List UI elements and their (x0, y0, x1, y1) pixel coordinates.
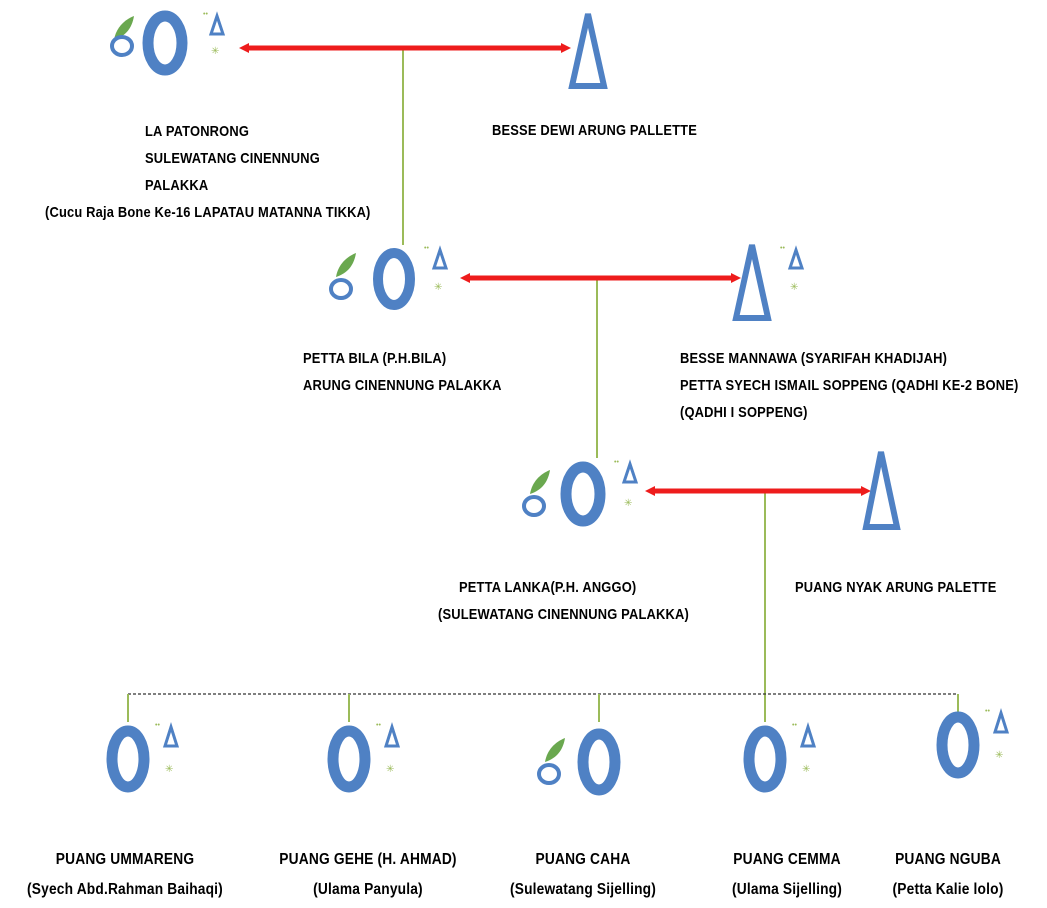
triangle-icon (732, 244, 772, 321)
leaf-icon (537, 738, 565, 785)
gen2-wife-line-3: (QADHI I SOPPENG) (680, 404, 808, 421)
svg-text:••: •• (203, 11, 208, 18)
male-person-icon-gen3: •• ✳ (522, 459, 639, 527)
ring-icon (743, 725, 787, 793)
child-name-1: PUANG UMMARENG (55, 851, 195, 868)
mini-symbols-icon: •• ✳ (985, 708, 1010, 761)
child-icon-5: •• ✳ (936, 708, 1010, 779)
gen2-husband-line-2: ARUNG CINENNUNG PALAKKA (303, 377, 502, 394)
mini-symbols-icon: •• ✳ (780, 245, 805, 293)
gen3-husband-label: PETTA LANKA(P.H. ANGGO) (459, 574, 636, 601)
gen3-wife-line-1: PUANG NYAK ARUNG PALETTE (795, 579, 997, 596)
ring-icon (373, 248, 415, 310)
child-label-3: PUANG CAHA (Sulewatang Sijelling) (476, 845, 691, 905)
gen2-husband-line-1: PETTA BILA (P.H.BILA) (303, 350, 447, 367)
male-person-icon-gen1: •• ✳ (110, 10, 226, 76)
leaf-icon (110, 16, 134, 57)
child-title-2: (Ulama Panyula) (313, 881, 423, 898)
mini-symbols-icon: •• ✳ (614, 459, 639, 509)
ring-icon (577, 728, 621, 796)
gen1-husband-line-4: (Cucu Raja Bone Ke-16 LAPATAU MATANNA TI… (45, 204, 371, 221)
gen3-husband-label-2: (SULEWATANG CINENNUNG PALAKKA) (438, 601, 689, 628)
svg-text:✳: ✳ (434, 282, 442, 293)
child-title-5: (Petta Kalie lolo) (892, 881, 1004, 898)
gen1-wife-label: BESSE DEWI ARUNG PALLETTE (492, 117, 697, 144)
svg-text:✳: ✳ (165, 764, 173, 775)
svg-text:✳: ✳ (802, 764, 810, 775)
gen1-husband-note: (Cucu Raja Bone Ke-16 LAPATAU MATANNA TI… (45, 199, 371, 226)
svg-text:✳: ✳ (211, 46, 219, 57)
svg-text:✳: ✳ (624, 498, 632, 509)
ring-icon (142, 10, 188, 76)
child-label-2: PUANG GEHE (H. AHMAD) (Ulama Panyula) (261, 845, 476, 905)
mini-symbols-icon: •• ✳ (155, 722, 180, 775)
svg-text:••: •• (155, 722, 160, 729)
svg-text:••: •• (376, 722, 381, 729)
child-name-2: PUANG GEHE (H. AHMAD) (279, 851, 457, 868)
svg-text:••: •• (614, 459, 619, 466)
child-title-1: (Syech Abd.Rahman Baihaqi) (27, 881, 223, 898)
child-name-4: PUANG CEMMA (733, 851, 841, 868)
child-icon-3 (537, 728, 621, 796)
leaf-icon (329, 253, 356, 300)
gen3-husband-line-1: PETTA LANKA(P.H. ANGGO) (459, 579, 637, 596)
triangle-icon-gen3-wife (862, 451, 901, 530)
child-label-4: PUANG CEMMA (Ulama Sijelling) (680, 845, 895, 905)
child-name-5: PUANG NGUBA (895, 851, 1001, 868)
leaf-icon (522, 470, 550, 517)
gen2-wife-line-2: PETTA SYECH ISMAIL SOPPENG (QADHI KE-2 B… (680, 377, 1019, 394)
ring-icon (327, 725, 371, 793)
child-title-3: (Sulewatang Sijelling) (509, 881, 656, 898)
gen1-husband-line-3: PALAKKA (145, 177, 209, 194)
ring-icon (936, 711, 980, 779)
child-label-1: PUANG UMMARENG (Syech Abd.Rahman Baihaqi… (18, 845, 233, 905)
child-icon-2: •• ✳ (327, 722, 401, 793)
gen3-wife-label: PUANG NYAK ARUNG PALETTE (795, 574, 996, 601)
gen1-husband-line-1: LA PATONRONG (145, 123, 250, 140)
ring-icon (560, 461, 606, 527)
child-icon-1: •• ✳ (106, 722, 180, 793)
gen1-husband-line-2: SULEWATANG CINENNUNG (145, 150, 320, 167)
svg-text:••: •• (780, 245, 785, 252)
mini-symbols-icon: •• ✳ (376, 722, 401, 775)
child-name-3: PUANG CAHA (535, 851, 631, 868)
svg-text:••: •• (985, 708, 990, 715)
gen3-husband-line-2: (SULEWATANG CINENNUNG PALAKKA) (438, 606, 689, 623)
gen2-wife-line-1: BESSE MANNAWA (SYARIFAH KHADIJAH) (680, 350, 948, 367)
child-icon-4: •• ✳ (743, 722, 817, 793)
male-person-icon-gen2: •• ✳ (329, 245, 449, 310)
gen1-husband-label: LA PATONRONG SULEWATANG CINENNUNG PALAKK… (145, 118, 320, 199)
svg-text:••: •• (424, 245, 429, 252)
gen1-wife-line-1: BESSE DEWI ARUNG PALLETTE (492, 122, 697, 139)
triangle-icon-gen1-wife (568, 13, 608, 89)
gen2-husband-label: PETTA BILA (P.H.BILA) ARUNG CINENNUNG PA… (303, 345, 502, 399)
svg-text:✳: ✳ (790, 282, 798, 293)
svg-text:✳: ✳ (995, 750, 1003, 761)
svg-text:••: •• (792, 722, 797, 729)
child-label-5: PUANG NGUBA (Petta Kalie lolo) (863, 845, 1033, 905)
svg-text:✳: ✳ (386, 764, 394, 775)
ring-icon (106, 725, 150, 793)
mini-symbols-icon: •• ✳ (792, 722, 817, 775)
mini-symbols-icon: •• ✳ (203, 11, 226, 57)
mini-symbols-icon: •• ✳ (424, 245, 449, 293)
child-title-4: (Ulama Sijelling) (732, 881, 842, 898)
gen2-wife-label: BESSE MANNAWA (SYARIFAH KHADIJAH) PETTA … (680, 345, 1018, 426)
female-person-icon-gen2: •• ✳ (732, 244, 805, 321)
